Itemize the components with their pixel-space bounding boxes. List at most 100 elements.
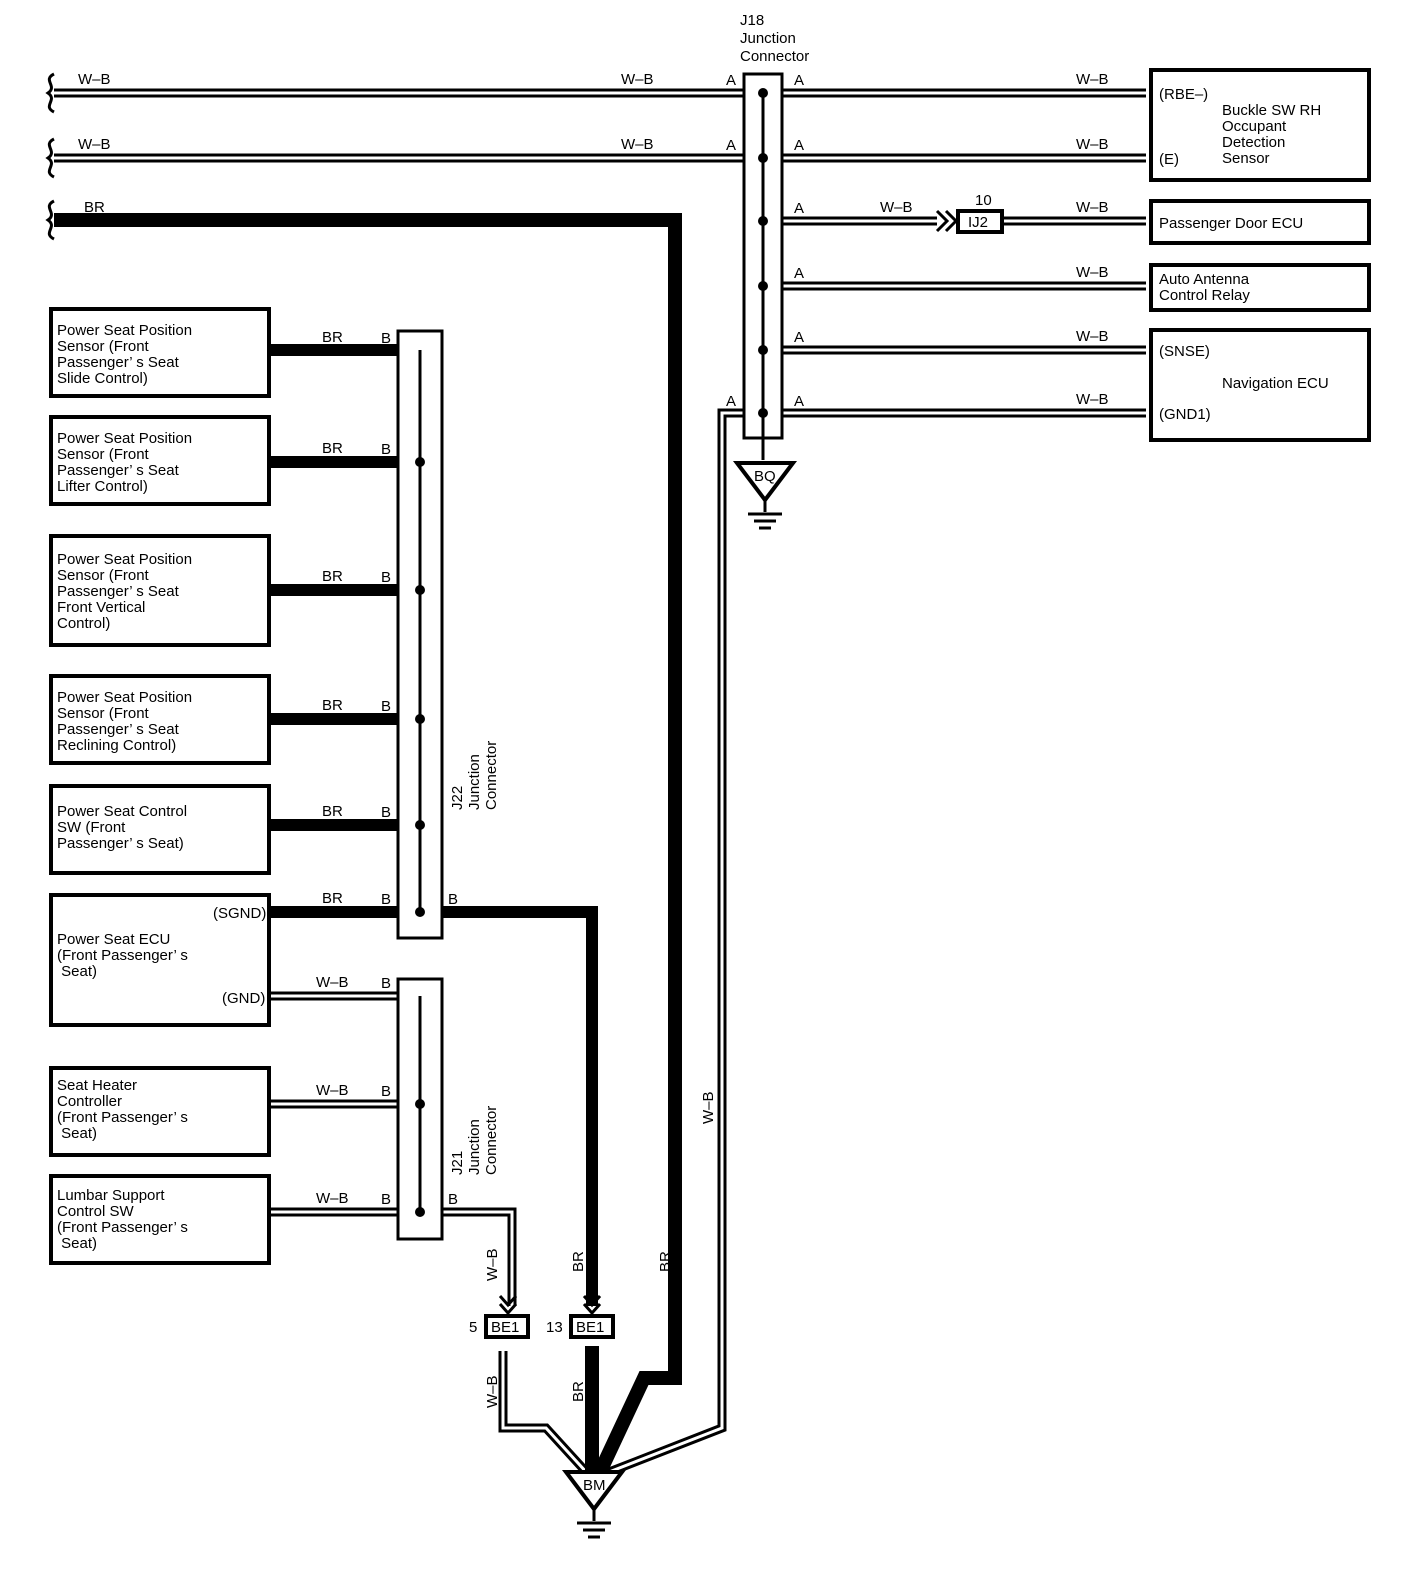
wb-wire-j18-to-bm <box>602 408 744 1479</box>
wire-label: W–B <box>316 1190 349 1207</box>
j22-pin-label: B <box>381 891 391 908</box>
j18-pin-label: A <box>794 265 804 282</box>
component-name-line: (Front Passenger’ s <box>57 947 188 964</box>
wire-label: W–B <box>1076 328 1109 345</box>
wire-label: BR <box>322 890 343 907</box>
component-name-line: (Front Passenger’ s <box>57 1219 188 1236</box>
component-name-line: Power Seat Position <box>57 430 192 447</box>
ground-bm: BM <box>561 1470 627 1539</box>
j18-pin-label: A <box>726 137 736 154</box>
component-name-line: (Front Passenger’ s <box>57 1109 188 1126</box>
br-wire-j22-to-be1 <box>420 906 598 1306</box>
be1-connector-13: BE1 13 <box>546 1295 615 1339</box>
component-name-line: Passenger’ s Seat) <box>57 835 184 852</box>
ij2-connector: IJ2 10 <box>935 192 1004 234</box>
component-name-line: Passenger Door ECU <box>1159 215 1303 232</box>
j22-pin-label: B <box>381 441 391 458</box>
power-seat-position-sensor-reclining: Power Seat Position Sensor (Front Passen… <box>49 674 271 765</box>
j18-label-connector: Connector <box>740 48 809 65</box>
wire-label: BR <box>322 440 343 457</box>
component-name-line: Passenger’ s Seat <box>57 721 180 738</box>
terminal-gnd1: (GND1) <box>1159 406 1211 423</box>
j18-pin-label: A <box>794 329 804 346</box>
j22-pin-label: B <box>381 569 391 586</box>
j18-pin-label: A <box>726 72 736 89</box>
component-name-line: Lifter Control) <box>57 478 148 495</box>
wire-label: BR <box>657 1251 674 1272</box>
wire-label: W–B <box>78 136 111 153</box>
passenger-door-ecu: Passenger Door ECU <box>1149 199 1371 245</box>
component-name-line: Control SW <box>57 1203 135 1220</box>
component-name-line: Power Seat Control <box>57 803 187 820</box>
wire-label: BR <box>322 568 343 585</box>
power-seat-control-sw: Power Seat Control SW (Front Passenger’ … <box>49 784 271 875</box>
br-wire-top <box>54 213 682 1475</box>
wire-label: BR <box>322 329 343 346</box>
j21-id: J21 <box>449 1151 466 1175</box>
terminal-sgnd: (SGND) <box>213 905 266 922</box>
power-seat-position-sensor-slide: Power Seat Position Sensor (Front Passen… <box>49 307 271 398</box>
component-name-line: Sensor (Front <box>57 338 150 355</box>
j21-label-connector: Connector <box>483 1106 500 1175</box>
wire-label: W–B <box>1076 264 1109 281</box>
wire-label: W–B <box>1076 71 1109 88</box>
wire-label: W–B <box>621 71 654 88</box>
component-name-line: Control) <box>57 615 110 632</box>
component-name-line: Sensor <box>1222 150 1270 167</box>
j22-id: J22 <box>449 786 466 810</box>
navigation-ecu: (SNSE) (GND1) Navigation ECU <box>1149 328 1371 442</box>
j22-junction-connector: J22 Junction Connector B B B B B B B <box>381 329 500 940</box>
component-name-line: Control Relay <box>1159 287 1250 304</box>
component-name-line: Passenger’ s Seat <box>57 354 180 371</box>
wire-label: W–B <box>1076 391 1109 408</box>
be1-pin: 5 <box>469 1319 477 1336</box>
be1-connector-5: BE1 5 <box>469 1295 530 1339</box>
buckle-sw-rh-sensor: (RBE–) (E) Buckle SW RH Occupant Detecti… <box>1149 68 1371 182</box>
j18-pin-label: A <box>794 200 804 217</box>
be1-code: BE1 <box>576 1319 604 1336</box>
j18-pin-label: A <box>794 72 804 89</box>
ij2-code: IJ2 <box>968 214 988 231</box>
power-seat-ecu: (SGND) (GND) Power Seat ECU (Front Passe… <box>49 893 271 1027</box>
ij2-pin: 10 <box>975 192 992 209</box>
j21-junction-connector: J21 Junction Connector B B B B <box>381 975 500 1241</box>
wire-label: BR <box>570 1381 587 1402</box>
lumbar-support-control-sw: Lumbar Support Control SW (Front Passeng… <box>49 1174 271 1265</box>
component-name-line: Detection <box>1222 134 1285 151</box>
component-name-line: Controller <box>57 1093 122 1110</box>
j18-junction-connector: J18 Junction Connector A A A A A A A A A <box>726 12 809 460</box>
wire-break-3 <box>45 199 55 241</box>
wire-label: W–B <box>880 199 913 216</box>
wire-label: W–B <box>484 1375 501 1408</box>
component-name-line: Sensor (Front <box>57 446 150 463</box>
component-name-line: Power Seat Position <box>57 322 192 339</box>
wires <box>45 72 1146 1479</box>
wire-label: W–B <box>316 974 349 991</box>
auto-antenna-control-relay: Auto Antenna Control Relay <box>1149 263 1371 312</box>
wire-label: BR <box>322 803 343 820</box>
wire-label: W–B <box>1076 199 1109 216</box>
ground-bq-label: BQ <box>754 468 776 485</box>
wire-label: W–B <box>700 1091 717 1124</box>
j18-pin-label: A <box>794 393 804 410</box>
be1-code: BE1 <box>491 1319 519 1336</box>
wire-label: W–B <box>621 136 654 153</box>
terminal-snse: (SNSE) <box>1159 343 1210 360</box>
component-name-line: Seat) <box>57 1125 97 1142</box>
terminal-rbe: (RBE–) <box>1159 86 1208 103</box>
ground-bm-label: BM <box>583 1477 606 1494</box>
ground-bq: BQ <box>732 461 798 530</box>
seat-heater-controller: Seat Heater Controller (Front Passenger’… <box>49 1066 271 1157</box>
j22-label-junction: Junction <box>466 754 483 810</box>
j18-pin-label: A <box>794 137 804 154</box>
terminal-e: (E) <box>1159 151 1179 168</box>
be1-pin: 13 <box>546 1319 563 1336</box>
component-name-line: Navigation ECU <box>1222 375 1329 392</box>
power-seat-position-sensor-lifter: Power Seat Position Sensor (Front Passen… <box>49 415 271 506</box>
wire-label: W–B <box>78 71 111 88</box>
wire-label: W–B <box>1076 136 1109 153</box>
j21-pin-label: B <box>381 1083 391 1100</box>
component-name-line: Sensor (Front <box>57 567 150 584</box>
component-name-line: Seat) <box>57 1235 97 1252</box>
component-name-line: Auto Antenna <box>1159 271 1250 288</box>
